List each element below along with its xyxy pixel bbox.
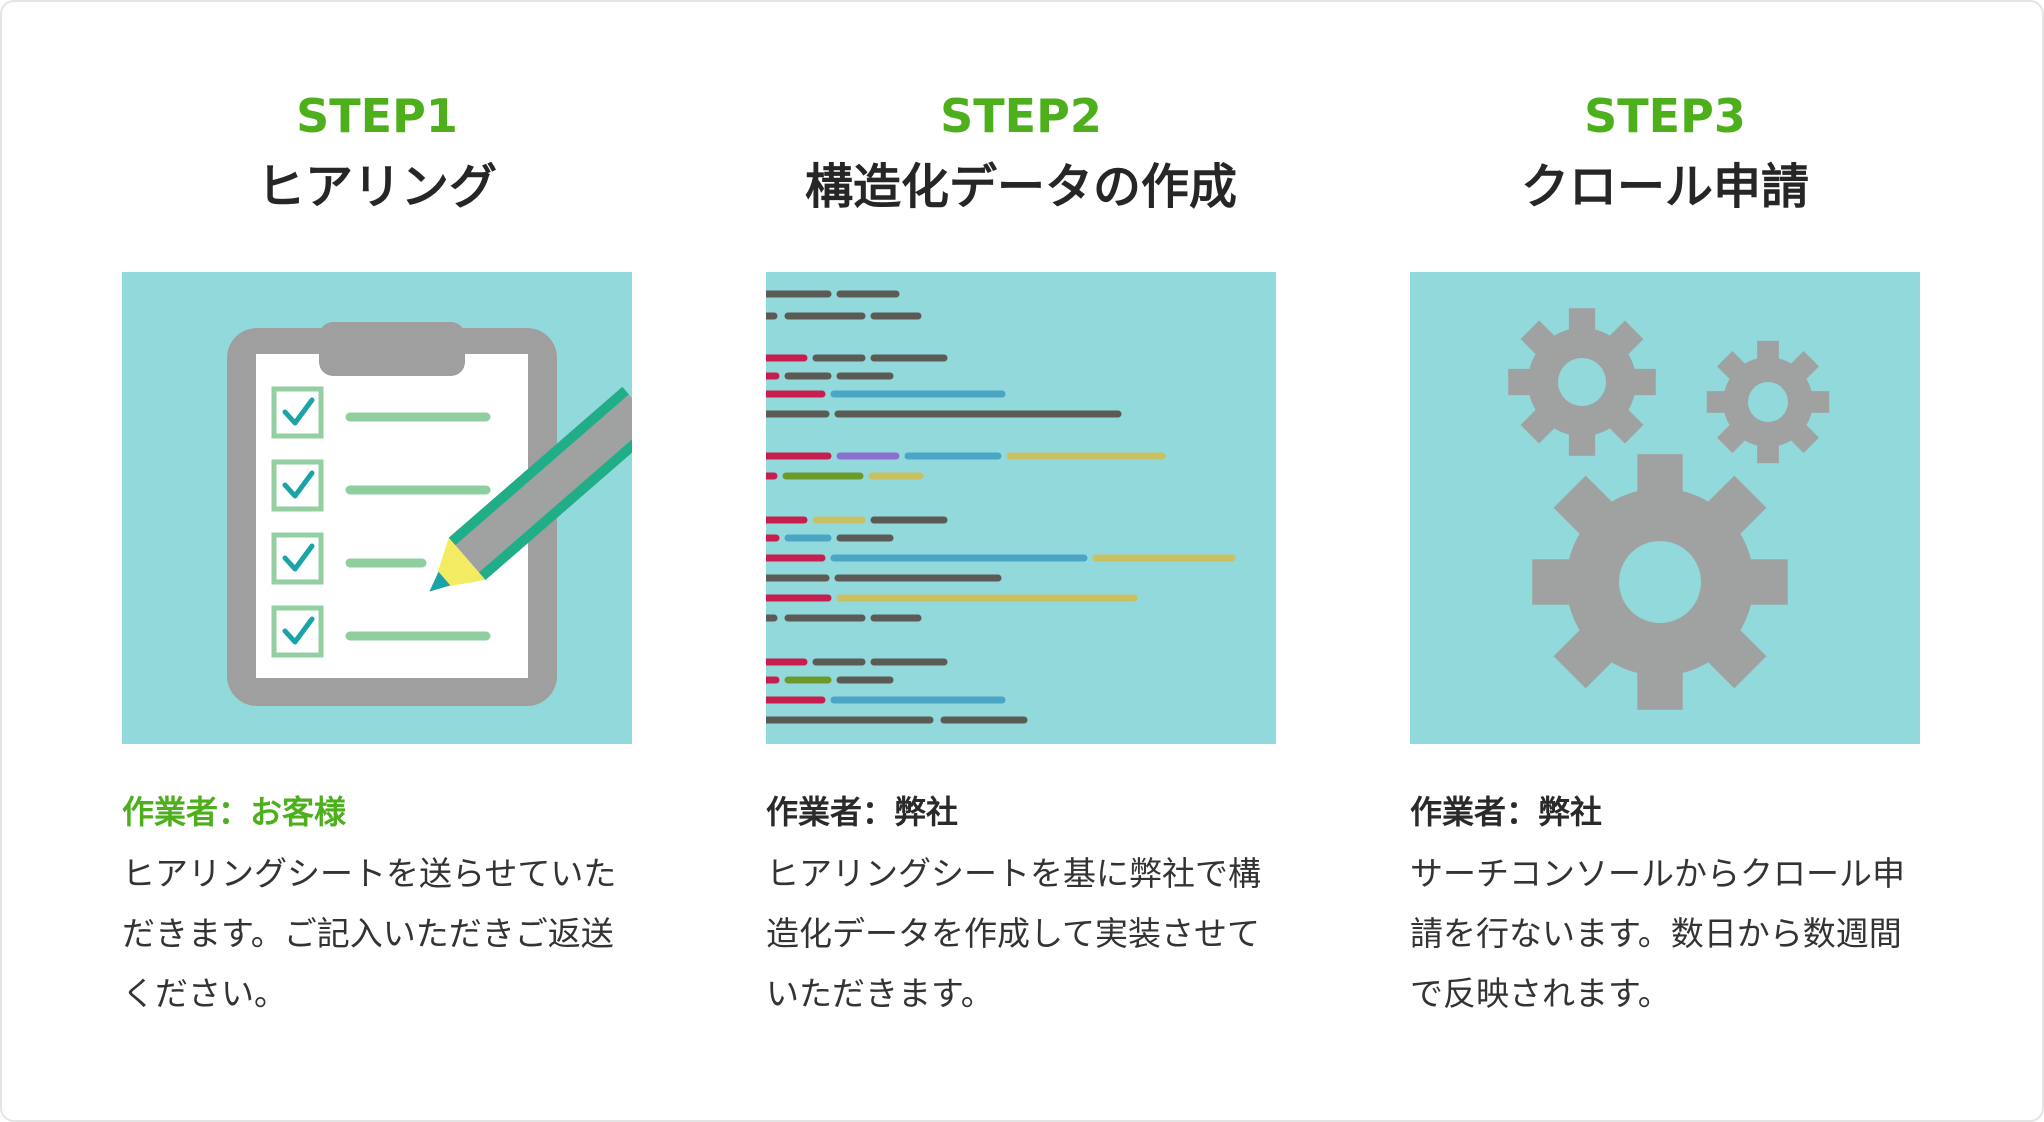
step-label: STEP3 (1584, 89, 1746, 143)
worker-label: 作業者：弊社 (766, 793, 959, 831)
checklist-clipboard-icon (122, 272, 632, 744)
step-description: サーチコンソールからクロール申請を行ないます。数日から数週間で反映されます。 (1410, 854, 1905, 1013)
code-lines-icon (766, 272, 1276, 744)
step-title: 構造化データの作成 (804, 159, 1237, 215)
step-title: ヒアリング (256, 159, 497, 215)
step-label: STEP2 (940, 89, 1102, 143)
worker-label: 作業者：お客様 (122, 793, 347, 831)
worker-label: 作業者：弊社 (1410, 793, 1603, 831)
gears-icon (1410, 272, 1920, 744)
step-label: STEP1 (296, 89, 458, 143)
step-title: クロール申請 (1520, 159, 1809, 215)
step-description: ヒアリングシートを基に弊社で構造化データを作成して実装させていただきます。 (766, 854, 1261, 1013)
step-description: ヒアリングシートを送らせていただきます。ご記入いただきご返送ください。 (122, 854, 617, 1013)
